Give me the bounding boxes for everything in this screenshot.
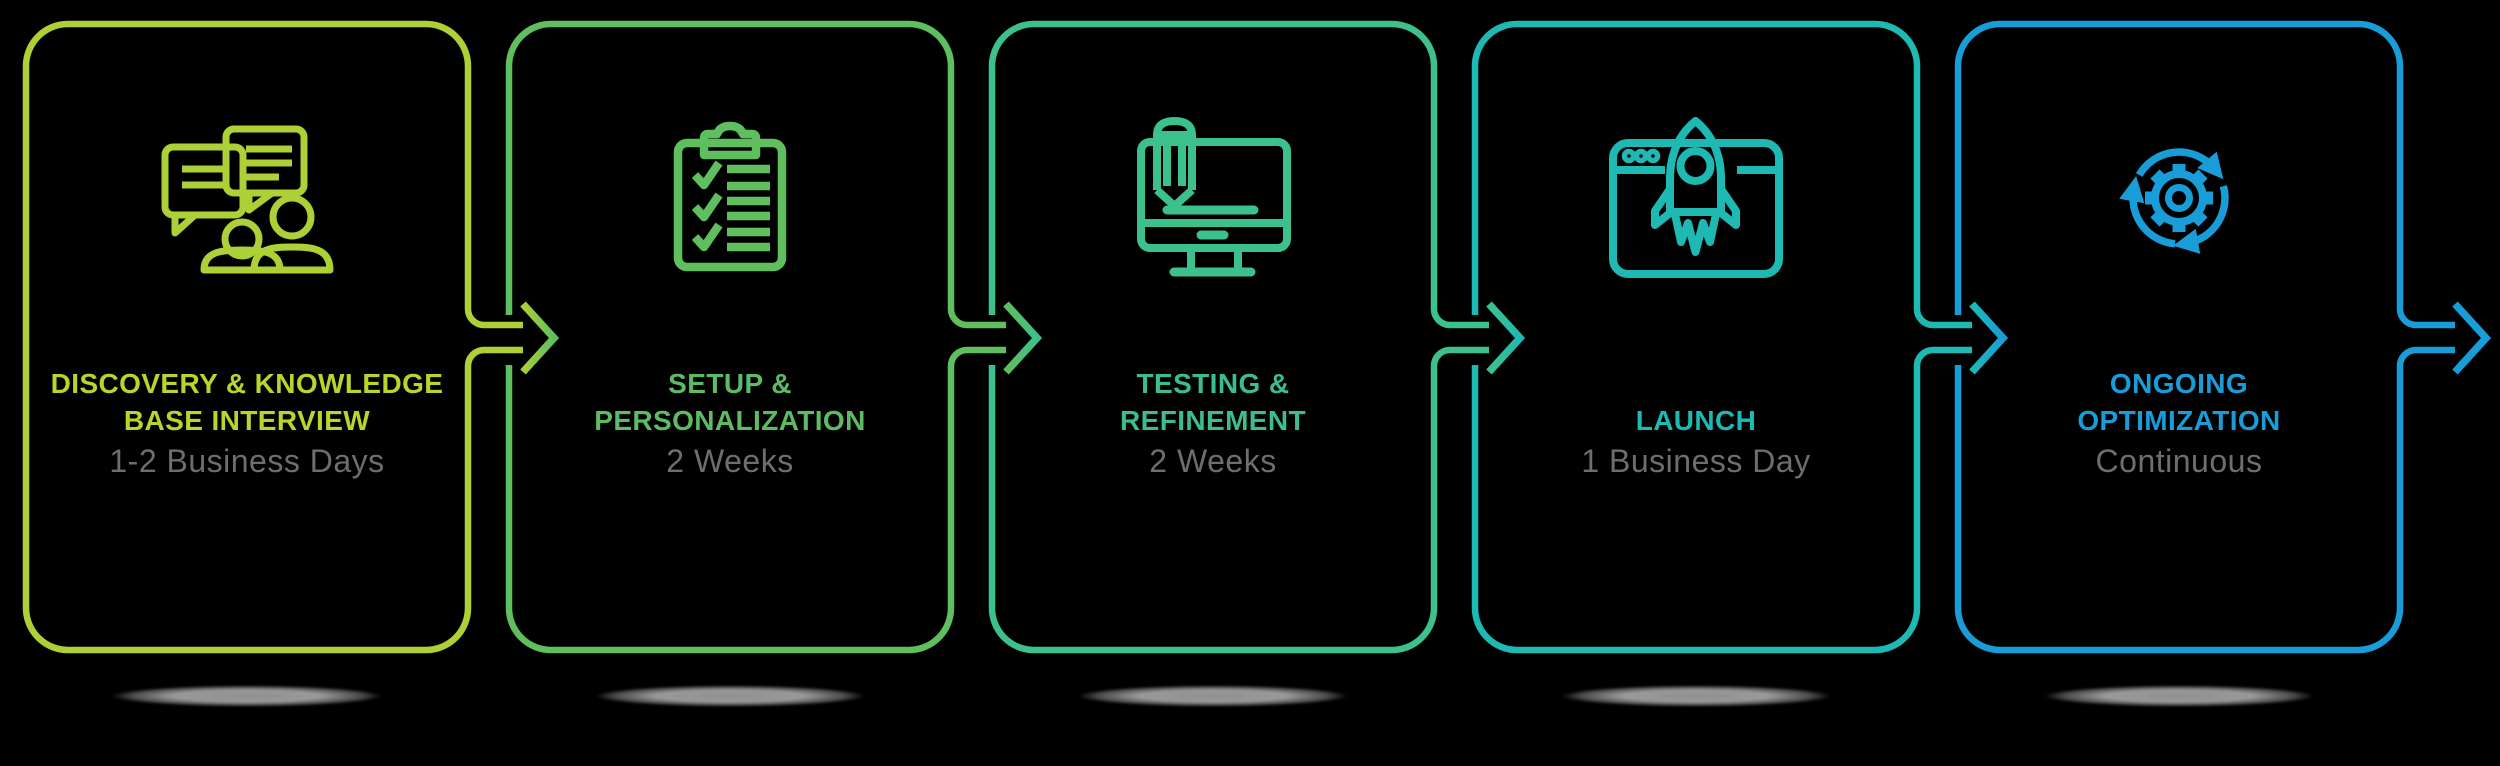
card-border — [988, 20, 1489, 654]
card-shadow — [82, 683, 412, 709]
step-title-line: LAUNCH — [1635, 405, 1757, 436]
final-arrow-icon — [2452, 301, 2492, 375]
step-title-line: OPTIMIZATION — [2077, 405, 2281, 436]
step-title-line: ONGOING — [2109, 368, 2249, 399]
step-card-launch: LAUNCH 1 Business Day — [1471, 20, 1972, 676]
step-title: SETUP & PERSONALIZATION — [505, 365, 955, 439]
step-card-optimization: ONGOING OPTIMIZATION Continuous — [1954, 20, 2455, 676]
step-duration: 2 Weeks — [666, 443, 794, 479]
step-title-line: BASE INTERVIEW — [123, 405, 371, 436]
step-duration: 1 Business Day — [1581, 443, 1811, 479]
card-shadow — [1531, 683, 1861, 709]
monitor-pencil-icon — [1137, 117, 1291, 277]
card-border — [22, 20, 523, 654]
step-duration: 1-2 Business Days — [109, 443, 385, 479]
rocket-launch-icon — [1609, 117, 1783, 278]
step-duration: 2 Weeks — [1149, 443, 1277, 479]
step-title: ONGOING OPTIMIZATION — [1954, 365, 2404, 439]
step-card-testing: TESTING & REFINEMENT 2 Weeks — [988, 20, 1489, 676]
clipboard-checklist-icon — [673, 121, 787, 272]
card-border — [1471, 20, 1972, 654]
connector-arrow-icon — [1003, 301, 1043, 375]
step-title-line: TESTING & — [1136, 368, 1290, 399]
step-title: DISCOVERY & KNOWLEDGE BASE INTERVIEW — [22, 365, 472, 439]
step-card-setup: SETUP & PERSONALIZATION 2 Weeks — [505, 20, 1006, 676]
card-shadow — [565, 683, 895, 709]
step-title-line: SETUP & — [668, 368, 792, 399]
step-card-discovery: DISCOVERY & KNOWLEDGE BASE INTERVIEW 1-2… — [22, 20, 523, 676]
card-shadow — [2014, 683, 2344, 709]
connector-arrow-icon — [1969, 301, 2009, 375]
step-title-line: PERSONALIZATION — [594, 405, 866, 436]
connector-arrow-icon — [520, 301, 560, 375]
step-title-line: REFINEMENT — [1120, 405, 1306, 436]
connector-arrow-icon — [1486, 301, 1526, 375]
card-shadow — [1048, 683, 1378, 709]
card-border — [1954, 20, 2455, 654]
step-title-line: DISCOVERY & KNOWLEDGE — [50, 368, 444, 399]
step-title: TESTING & REFINEMENT — [988, 365, 1438, 439]
card-border — [505, 20, 1006, 654]
step-title: LAUNCH — [1471, 365, 1921, 439]
gear-cycle-icon — [2119, 148, 2229, 254]
step-duration: Continuous — [2095, 443, 2263, 479]
chat-interview-icon — [161, 125, 334, 274]
